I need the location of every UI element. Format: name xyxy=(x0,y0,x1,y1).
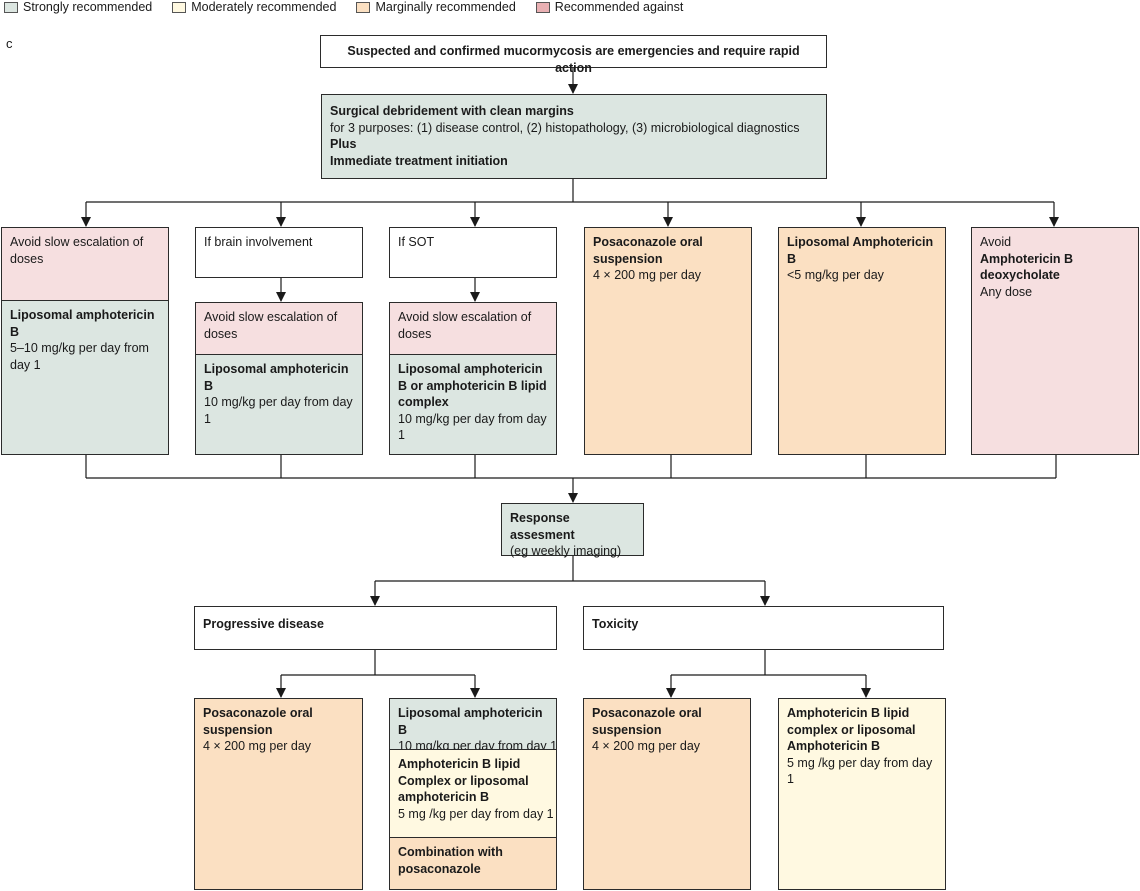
col6-dose: Any dose xyxy=(980,284,1033,299)
panel-label: c xyxy=(6,36,13,51)
legend-swatch-against xyxy=(535,1,550,13)
legend-item-moderate: Moderately recommended xyxy=(172,0,336,14)
progressive-posaconazole-box: Posaconazole oral suspension 4 × 200 mg … xyxy=(194,698,363,890)
col3-condition: If SOT xyxy=(398,235,435,249)
legend-swatch-moderate xyxy=(172,1,187,13)
col2-warning-text: Avoid slow escalation of doses xyxy=(204,310,338,341)
col5-drug: Liposomal Amphotericin B xyxy=(787,235,934,266)
progressive-lamb-box: Liposomal amphotericin B 10 mg/kg per da… xyxy=(389,698,557,753)
toxicity-title: Toxicity xyxy=(592,617,639,631)
legend-item-marginal: Marginally recommended xyxy=(356,0,516,14)
toxicity-ablc-drug: Amphotericin B lipid complex or liposoma… xyxy=(787,706,916,753)
response-title: Response assesment xyxy=(510,511,575,542)
progressive-ablc-dose: 5 mg /kg per day from day 1 xyxy=(398,806,554,821)
col3-drug: Liposomal amphotericin B or amphotericin… xyxy=(398,362,547,409)
surgery-box: Surgical debridement with clean margins … xyxy=(321,94,827,179)
progressive-ablc-drug: Amphotericin B lipid Complex or liposoma… xyxy=(398,757,529,804)
col2-condition-box: If brain involvement xyxy=(195,227,363,278)
col1-warning-box: Avoid slow escalation of doses xyxy=(1,227,169,301)
col1-warning-text: Avoid slow escalation of doses xyxy=(10,235,144,266)
toxicity-box: Toxicity xyxy=(583,606,944,650)
col6-avoid: Avoid xyxy=(980,235,1012,249)
col6-avoid-box: Avoid Amphotericin B deoxycholate Any do… xyxy=(971,227,1139,455)
legend-label-against: Recommended against xyxy=(554,0,684,14)
legend-swatch-strong xyxy=(4,1,18,13)
progressive-box: Progressive disease xyxy=(194,606,557,650)
col4-drug: Posaconazole oral suspension xyxy=(593,235,703,266)
surgery-detail: for 3 purposes: (1) disease control, (2)… xyxy=(330,120,800,135)
col4-dose: 4 × 200 mg per day xyxy=(593,268,702,282)
toxicity-posa-drug: Posaconazole oral suspension xyxy=(592,706,702,737)
col2-drug: Liposomal amphotericin B xyxy=(204,362,349,393)
response-box: Response assesment (eg weekly imaging) xyxy=(501,503,644,558)
col5-dose: <5 mg/kg per day xyxy=(787,268,884,282)
legend-label-strong: Strongly recommended xyxy=(23,0,153,14)
surgery-initiation: Immediate treatment initiation xyxy=(330,153,508,168)
legend-item-strong: Strongly recommended xyxy=(4,0,152,14)
legend: Strongly recommended Moderately recommen… xyxy=(4,0,703,14)
col2-drug-box: Liposomal amphotericin B 10 mg/kg per da… xyxy=(195,354,363,455)
toxicity-ablc-dose: 5 mg /kg per day from day 1 xyxy=(787,755,933,787)
col2-warning-box: Avoid slow escalation of doses xyxy=(195,302,363,355)
col3-condition-box: If SOT xyxy=(389,227,557,278)
col4-drug-box: Posaconazole oral suspension 4 × 200 mg … xyxy=(584,227,752,455)
col2-condition: If brain involvement xyxy=(204,235,313,249)
col5-drug-box: Liposomal Amphotericin B <5 mg/kg per da… xyxy=(778,227,946,455)
legend-label-moderate: Moderately recommended xyxy=(191,0,337,14)
col3-warning-box: Avoid slow escalation of doses xyxy=(389,302,557,355)
col3-drug-box: Liposomal amphotericin B or amphotericin… xyxy=(389,354,557,455)
col1-drug: Liposomal amphotericin B xyxy=(10,308,155,339)
progressive-combination-box: Combination with posaconazole xyxy=(389,837,557,890)
progressive-ablc-box: Amphotericin B lipid Complex or liposoma… xyxy=(389,749,557,838)
toxicity-ablc-box: Amphotericin B lipid complex or liposoma… xyxy=(778,698,946,890)
toxicity-posa-dose: 4 × 200 mg per day xyxy=(592,739,701,753)
surgery-title: Surgical debridement with clean margins xyxy=(330,104,574,118)
col1-drug-box: Liposomal amphotericin B 5–10 mg/kg per … xyxy=(1,300,169,455)
progressive-title: Progressive disease xyxy=(203,617,324,631)
progressive-combination: Combination with posaconazole xyxy=(398,845,503,876)
progressive-posa-dose: 4 × 200 mg per day xyxy=(203,739,312,753)
col3-dose: 10 mg/kg per day from day 1 xyxy=(398,411,547,443)
col1-dose: 5–10 mg/kg per day from day 1 xyxy=(10,341,149,372)
col6-drug: Amphotericin B deoxycholate xyxy=(980,251,1074,283)
col2-dose: 10 mg/kg per day from day 1 xyxy=(204,395,353,426)
legend-label-marginal: Marginally recommended xyxy=(375,0,516,14)
emergency-text: Suspected and confirmed mucormycosis are… xyxy=(347,44,800,75)
legend-item-against: Recommended against xyxy=(535,0,684,14)
response-detail: (eg weekly imaging) xyxy=(510,544,622,558)
progressive-posa-drug: Posaconazole oral suspension xyxy=(203,706,313,737)
emergency-box: Suspected and confirmed mucormycosis are… xyxy=(320,35,827,75)
progressive-lamb-drug: Liposomal amphotericin B xyxy=(398,706,543,737)
legend-swatch-marginal xyxy=(356,1,371,13)
col3-warning-text: Avoid slow escalation of doses xyxy=(398,310,532,341)
toxicity-posaconazole-box: Posaconazole oral suspension 4 × 200 mg … xyxy=(583,698,751,890)
surgery-plus: Plus xyxy=(330,137,357,151)
